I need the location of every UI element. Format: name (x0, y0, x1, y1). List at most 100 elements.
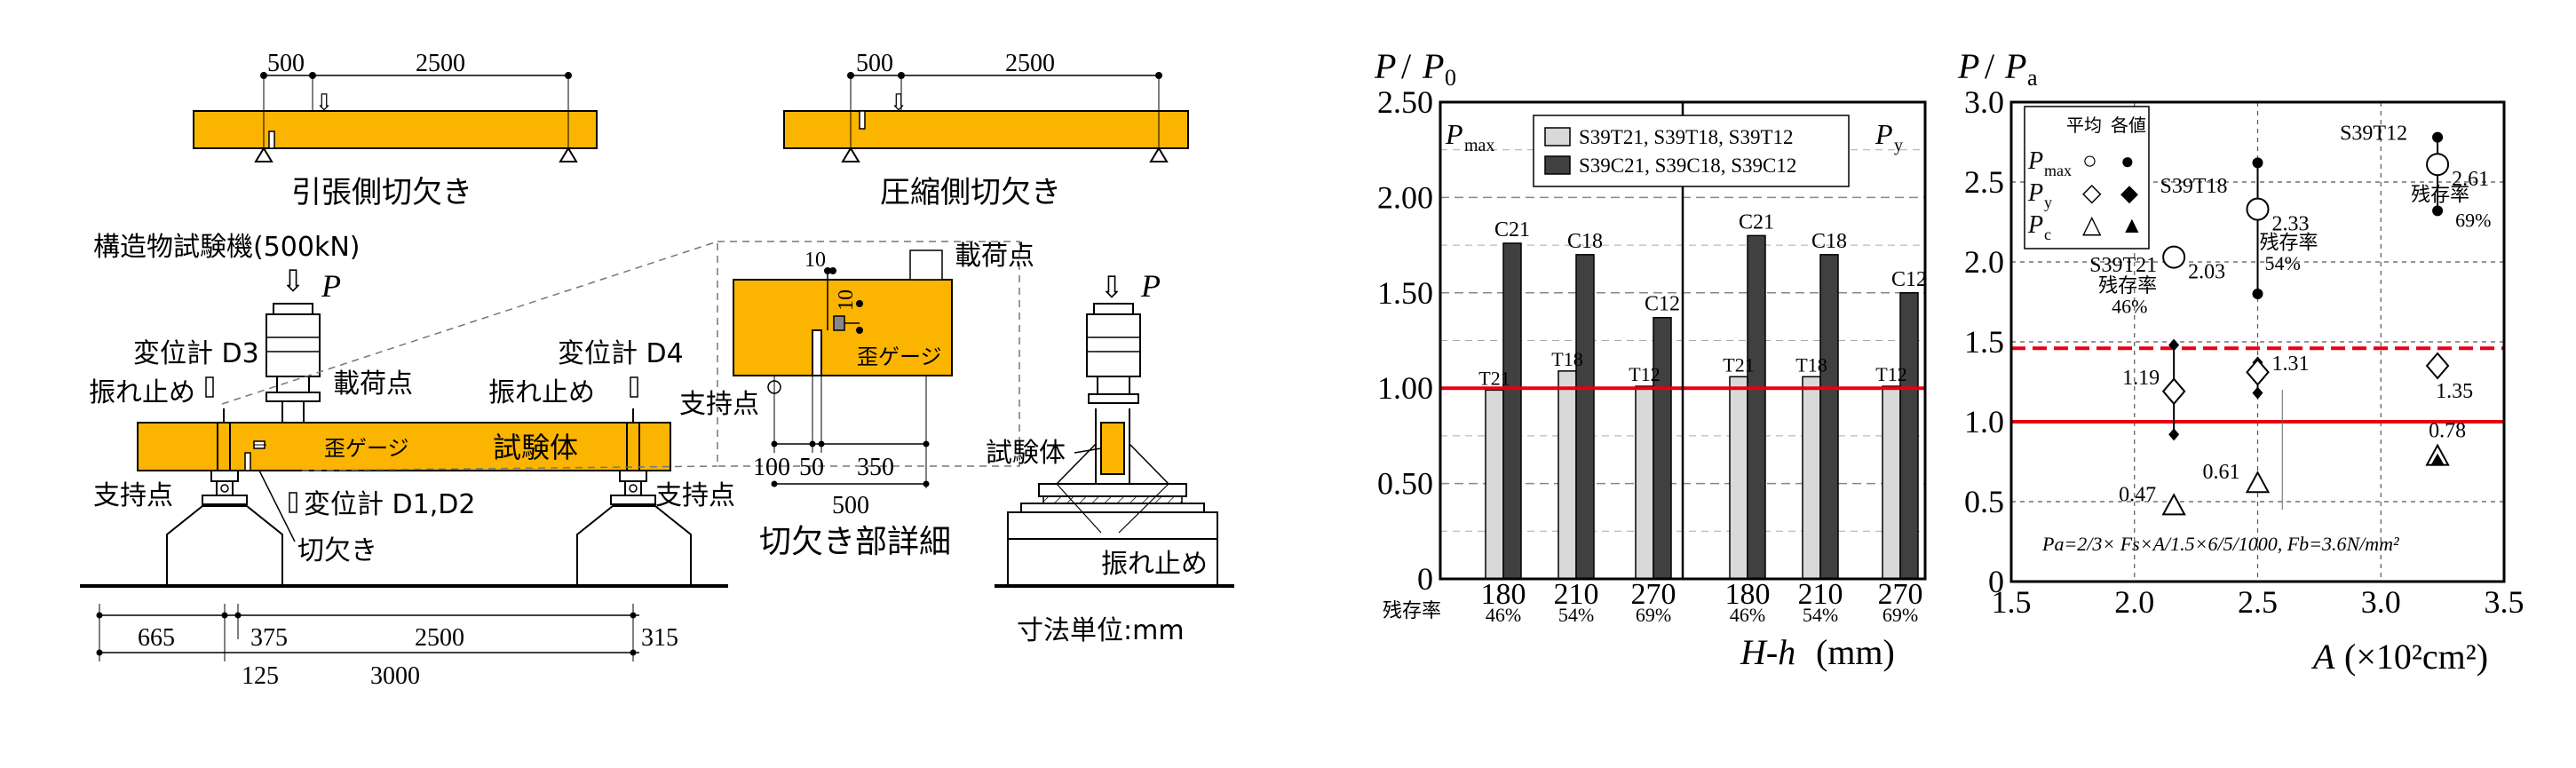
dim-dot (856, 300, 863, 307)
scatter-remaining-ratio: 69% (2455, 209, 2491, 231)
bar-ytick-label: 1.50 (1377, 275, 1433, 311)
scatter-ytick-label: 2.0 (1964, 244, 2004, 280)
bar-light (1635, 385, 1654, 580)
support-pad (210, 470, 239, 482)
dim-dot (234, 612, 242, 619)
bar-data-label: C21 (1739, 210, 1774, 234)
leader-line (1056, 483, 1102, 534)
detail-loading-point-label: 載荷点 (955, 241, 1034, 272)
side-specimen (1100, 422, 1125, 475)
bar-legend: S39T21, S39T18, S39T12 S39C21, S39C18, S… (1533, 115, 1850, 187)
load-cell (266, 313, 321, 377)
bar-legend-swatch-light (1544, 127, 1571, 146)
load-head (273, 303, 313, 315)
scatter-point-each-max (2432, 131, 2444, 143)
scatter-point-avg-c (2161, 493, 2186, 516)
detail-dim-label: 500 (832, 492, 869, 519)
dim-dot (96, 649, 103, 656)
beam-body (783, 110, 1189, 149)
bar-marks: 00.501.001.502.002.50T21C2118046%T18C182… (1377, 84, 1927, 626)
bar-panel-label-py: P (1875, 118, 1893, 150)
gauge-d4-label: 変位計 D4 (558, 338, 684, 369)
dim-label: 500 (856, 50, 893, 77)
dim-dot (96, 612, 103, 619)
side-brace-strut (1129, 443, 1169, 485)
scatter-remaining-label: 残存率 (2098, 275, 2157, 297)
scatter-ylabel-main: P (1957, 46, 1979, 86)
bar-light (1485, 389, 1504, 580)
side-load-head (1097, 376, 1130, 395)
bar-ylabel-slash: / (1401, 46, 1412, 86)
gauge-d4-icon (630, 376, 638, 398)
setup-panel: 500 2500 ⇩ 引張側切欠き 500 2500 ⇩ 圧縮側切欠き (80, 50, 1234, 690)
bar-xtick-label: 210 (1798, 578, 1843, 611)
scatter-point-each-y (2168, 338, 2180, 352)
brace-right-label: 振れ止め (488, 377, 595, 408)
scatter-point-each-y (2252, 386, 2263, 400)
notch-label: 切欠き (297, 535, 377, 566)
scatter-remaining-label: 残存率 (2411, 185, 2469, 207)
scatter-legend-each-icon: ● (2120, 148, 2135, 174)
bar-xtick-label: 270 (1878, 578, 1923, 611)
scatter-ylabel-sub: a (2027, 65, 2038, 91)
scatter-data-label: 0.78 (2429, 420, 2466, 443)
scatter-point-avg-y (2161, 377, 2186, 406)
scatter-remaining-ratio: 46% (2112, 296, 2147, 318)
dim-dot (771, 440, 778, 447)
bar-data-label: C12 (1645, 293, 1680, 316)
scatter-legend-header-avg: 平均 (2066, 115, 2102, 136)
bar-ylabel-den: P (1422, 46, 1444, 86)
support-triangle-icon (254, 146, 273, 162)
bar-ylabel-sub: 0 (1445, 65, 1456, 91)
scatter-legend-name: P (2027, 147, 2043, 175)
detail-dim-10b: 10 (835, 289, 858, 311)
dim-label: 3000 (370, 662, 420, 690)
scatter-xtick-label: 2.0 (2114, 584, 2154, 620)
bar-dark (1747, 234, 1766, 580)
compression-notch-beam: 500 2500 ⇩ 圧縮側切欠き (783, 50, 1189, 210)
bar-xtick-label: 180 (1481, 578, 1526, 611)
bar-ytick-label: 2.50 (1377, 84, 1433, 120)
leader-line (1118, 483, 1169, 534)
scatter-specimen-label: S39T18 (2160, 175, 2228, 198)
compression-notch-title: 圧縮側切欠き (880, 175, 1061, 210)
bar-data-label: C18 (1567, 230, 1603, 253)
bar-xlabel-unit: (mm) (1816, 632, 1895, 672)
bar-ytick-label: 0 (1417, 561, 1433, 597)
bar-dark (1653, 316, 1672, 580)
bar-remaining-label: 残存率 (1383, 600, 1441, 622)
scatter-ytick-label: 0 (1988, 564, 2004, 599)
gauge-d3-label: 変位計 D3 (133, 338, 259, 369)
scatter-legend-sub: y (2044, 194, 2052, 211)
scatter-legend-avg-icon: △ (2082, 211, 2102, 239)
strain-gauge-label: 歪ゲージ (324, 436, 409, 461)
bar-chart: 00.501.001.502.002.50T21C2118046%T18C182… (1374, 46, 1927, 672)
support-triangle-icon (559, 146, 578, 162)
detail-strain-gauge-label: 歪ゲージ (857, 344, 942, 369)
scatter-data-label: 0.47 (2119, 483, 2156, 506)
side-load-symbol: P (1140, 268, 1161, 304)
side-specimen-label: 試験体 (986, 438, 1066, 469)
bar-legend-label: S39T21, S39T18, S39T12 (1579, 126, 1794, 148)
support-pin-icon (220, 484, 229, 493)
gauge-d3-icon (205, 376, 214, 398)
support-pin (624, 480, 642, 496)
dim-dot (630, 649, 637, 656)
dim-dot (630, 612, 637, 619)
detail-support-label: 支持点 (679, 389, 759, 420)
scatter-xtick-label: 2.5 (2238, 584, 2278, 620)
bar-light (1882, 385, 1901, 580)
bar-remaining-ratio: 69% (1636, 604, 1671, 626)
support-base (610, 495, 656, 505)
dim-dot (923, 440, 930, 447)
bar-xtick-label: 180 (1725, 578, 1771, 611)
scatter-xtick-label: 1.5 (1992, 584, 2032, 620)
bar-data-label: T12 (1629, 363, 1660, 385)
scatter-point-each-max (2432, 205, 2444, 217)
bar-legend-swatch-dark (1544, 155, 1571, 175)
scatter-ytick-label: 0.5 (1964, 484, 2004, 519)
brace-left-label: 振れ止め (89, 377, 195, 408)
